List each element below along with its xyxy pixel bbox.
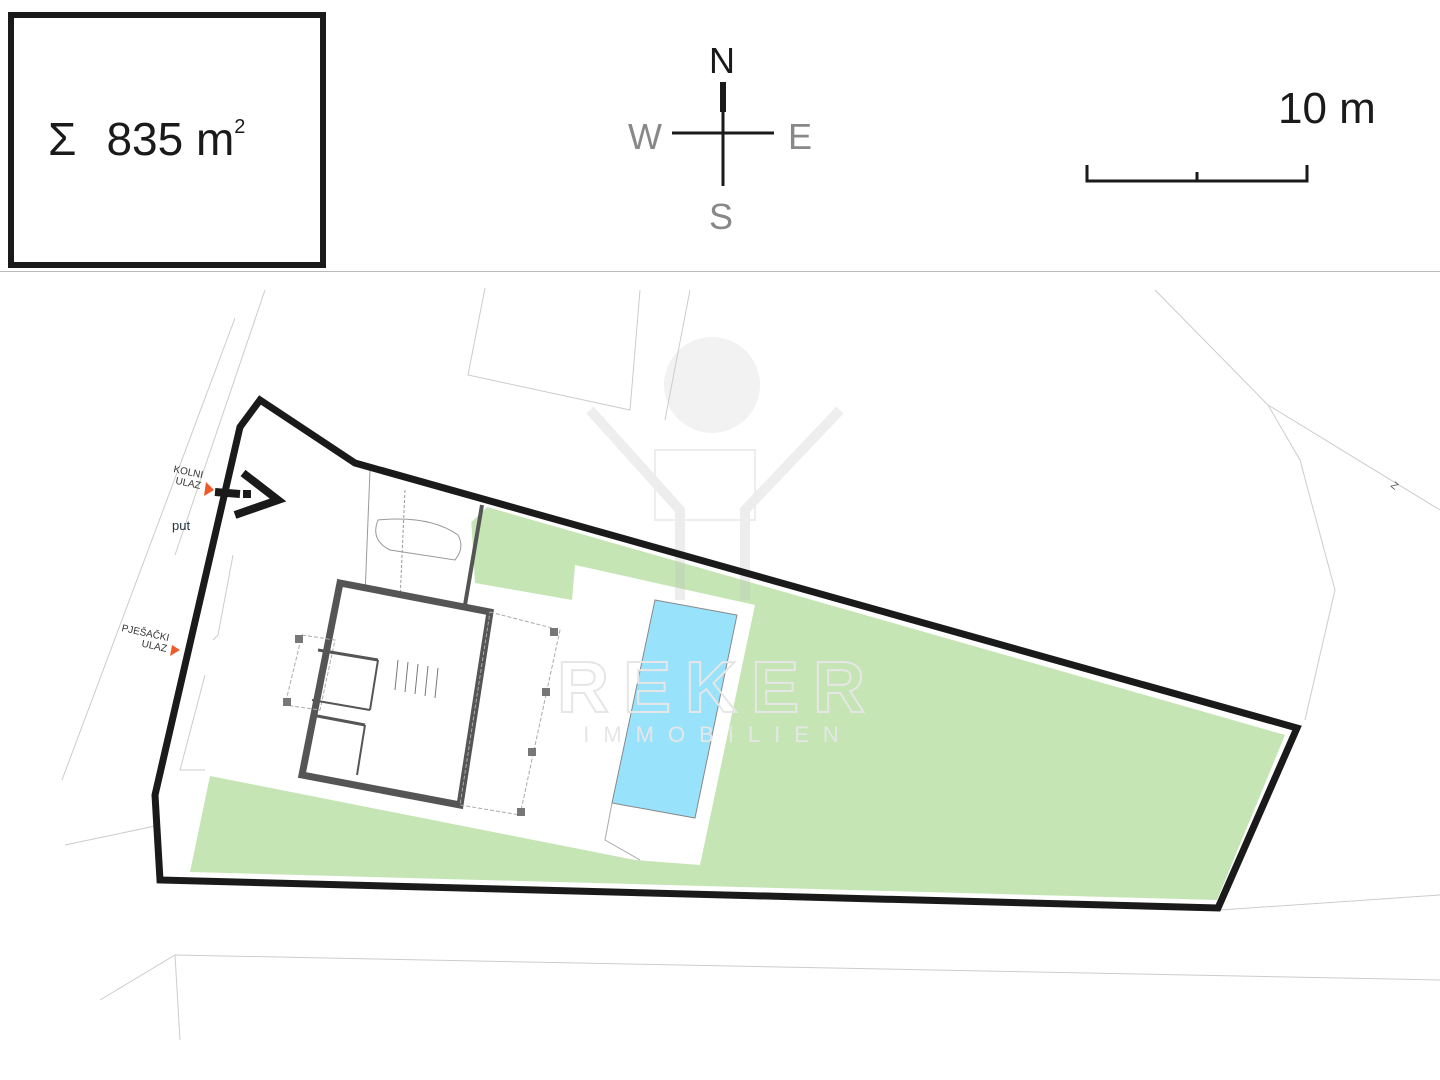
property-boundary bbox=[151, 395, 1302, 912]
compass-west: W bbox=[628, 116, 662, 157]
scale-bar-icon bbox=[1085, 165, 1309, 183]
area-value: 835 m bbox=[106, 113, 235, 165]
watermark-subtext: IMMOBILIEN bbox=[583, 722, 853, 747]
area-unit-exponent: 2 bbox=[234, 116, 246, 138]
scale-label: 10 m bbox=[1278, 84, 1376, 133]
columns bbox=[283, 628, 558, 816]
compass-south: S bbox=[709, 196, 734, 237]
legend-header: Σ 835 m2 N S E W 10 m bbox=[0, 0, 1440, 272]
sigma-symbol: Σ bbox=[48, 113, 77, 165]
pool bbox=[611, 599, 738, 819]
road-label: put bbox=[172, 518, 191, 533]
car-icon bbox=[375, 518, 462, 561]
vehicle-entrance-arrow-icon bbox=[170, 469, 287, 656]
surrounding-parcels bbox=[61, 287, 1440, 1041]
stairs bbox=[394, 659, 439, 699]
house bbox=[283, 578, 561, 816]
north-marker: Z bbox=[1388, 480, 1400, 492]
compass-east: E bbox=[788, 116, 813, 157]
site-plan: Z REKER IMMOBILIEN bbox=[61, 287, 1440, 1041]
compass-north: N bbox=[709, 40, 735, 81]
area-box bbox=[8, 12, 326, 268]
area-total: Σ 835 m2 bbox=[48, 112, 245, 166]
compass-icon bbox=[672, 82, 1309, 186]
watermark-text: REKER bbox=[557, 648, 879, 728]
carport bbox=[364, 469, 484, 606]
